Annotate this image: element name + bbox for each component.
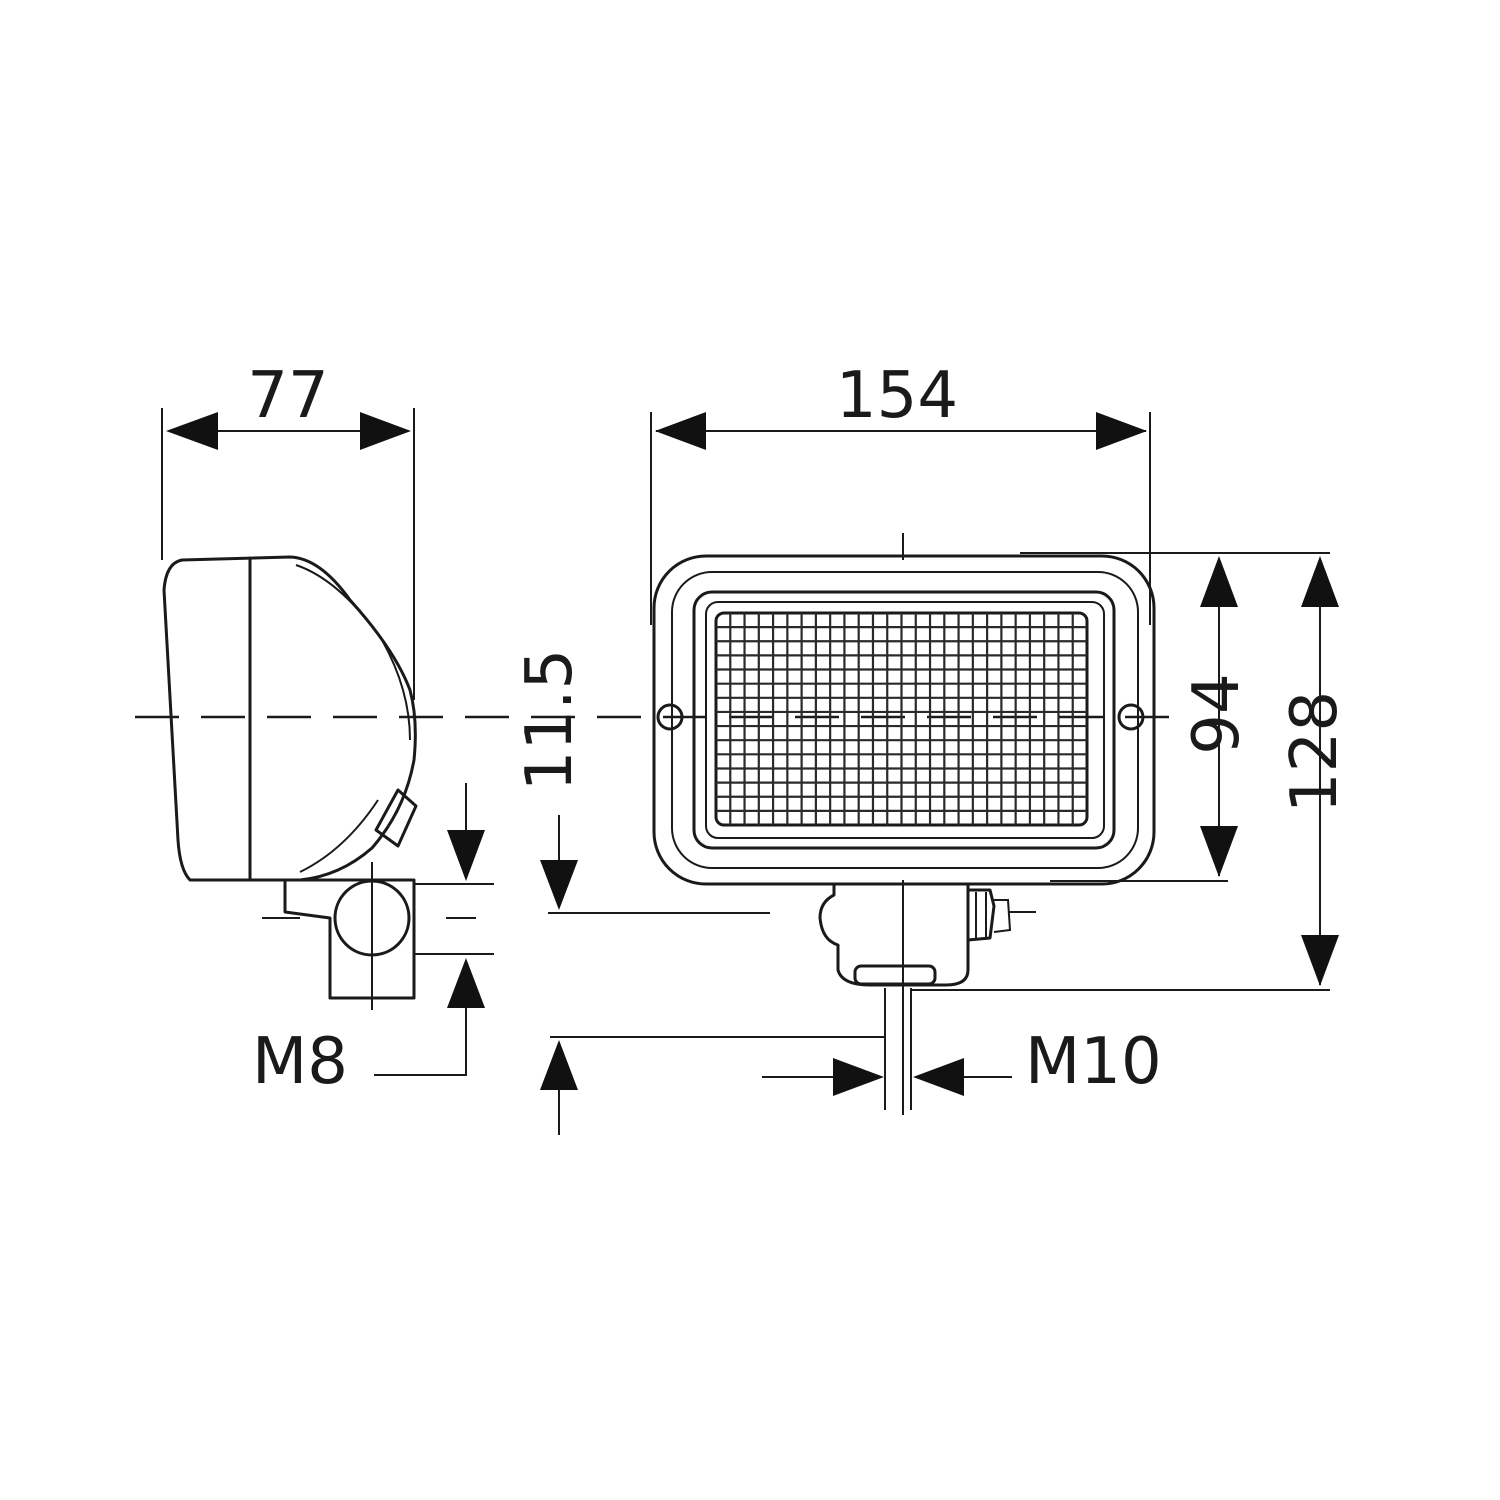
side-reflector-curve: [295, 564, 411, 741]
dimension-width: 154: [655, 359, 1147, 450]
mount-offset-label: 11.5: [513, 649, 587, 792]
front-mount-slot: [853, 964, 937, 986]
total-height-label: 128: [1278, 691, 1352, 813]
dimension-depth: 77: [166, 359, 411, 450]
lens-height-label: 94: [1180, 673, 1254, 754]
front-right-screw: [1117, 703, 1145, 731]
m10-arrow-left: [833, 1058, 884, 1096]
front-lens-frame: [692, 590, 1116, 850]
m8-label: M8: [252, 1025, 348, 1099]
front-mount-foot: [818, 882, 970, 987]
dimension-cable-thread: M10: [762, 1025, 1162, 1099]
dimension-mount-offset: 11.5: [513, 649, 884, 1135]
front-view: [650, 412, 1156, 1115]
m8-leader: [374, 1008, 467, 1076]
side-reflector-lower-curve: [299, 799, 379, 873]
total-height-arrow-top: [1301, 556, 1339, 607]
dimension-total-height: 128: [910, 552, 1352, 991]
depth-arrow-left: [166, 412, 218, 450]
width-label: 154: [836, 359, 958, 433]
front-left-screw: [656, 703, 684, 731]
mount-offset-arrow-top: [540, 860, 578, 910]
mount-offset-arrow-bottom: [540, 1040, 578, 1090]
m10-arrow-right: [913, 1058, 964, 1096]
front-housing-inner: [671, 571, 1139, 869]
dimension-lens-height: 94: [1020, 552, 1254, 882]
depth-label: 77: [247, 359, 328, 433]
lens-height-arrow-top: [1200, 556, 1238, 607]
dimension-bracket-thread: M8: [252, 783, 494, 1099]
lens-height-arrow-bottom: [1200, 826, 1238, 877]
front-housing-outer: [652, 554, 1156, 886]
width-arrow-right: [1096, 412, 1147, 450]
m10-label: M10: [1025, 1025, 1162, 1099]
side-mount-bracket: [283, 878, 416, 1000]
front-mount-nut: [966, 888, 996, 942]
m8-arrow-bottom: [447, 958, 485, 1008]
depth-arrow-right: [360, 412, 411, 450]
width-arrow-left: [655, 412, 706, 450]
side-view: [161, 408, 418, 1010]
front-lens-grid: [716, 613, 1087, 825]
side-switch-knob: [374, 788, 418, 848]
front-lens-frame-inner: [705, 601, 1105, 839]
total-height-arrow-bottom: [1301, 935, 1339, 986]
front-nut-tip: [993, 899, 1012, 933]
m8-arrow-top: [447, 830, 485, 881]
